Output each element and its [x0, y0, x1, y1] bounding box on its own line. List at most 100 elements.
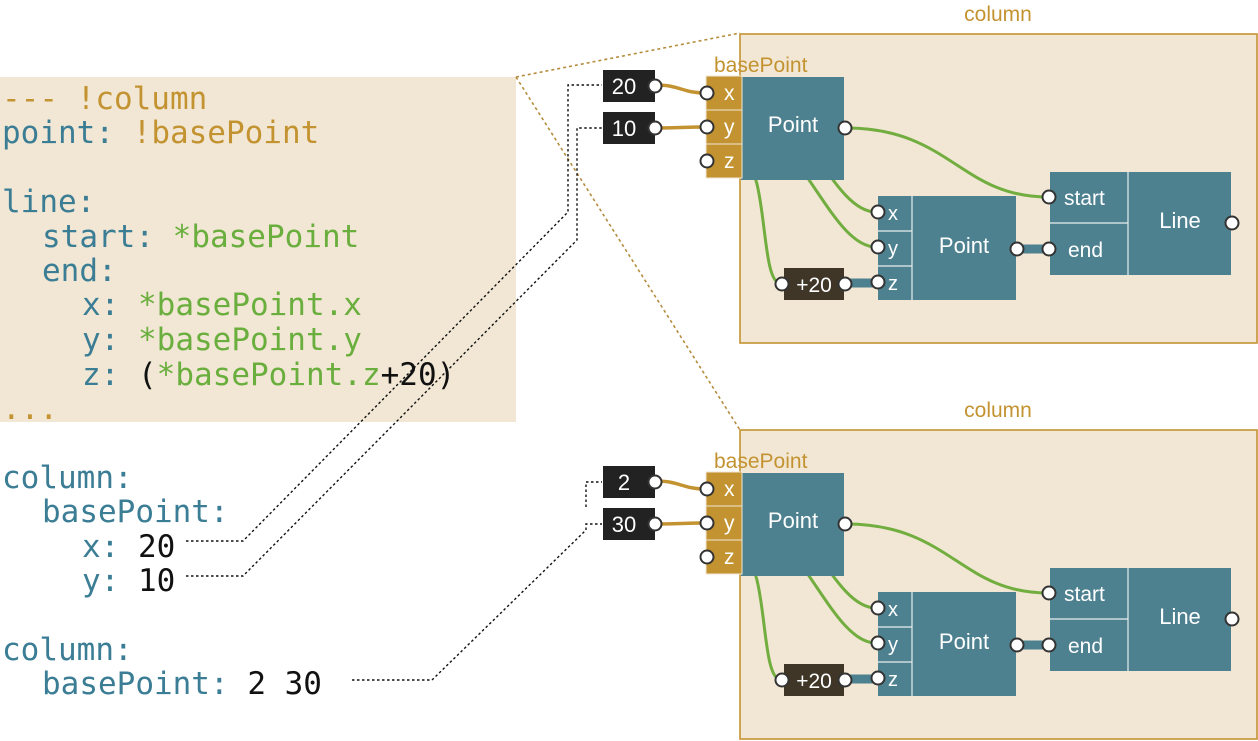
wire-input-y: [655, 521, 707, 526]
code-line: point: !basePoint: [2, 115, 319, 151]
basepoint-input-y[interactable]: [699, 515, 715, 531]
input-value: 20: [612, 74, 636, 99]
point-node-label: Point: [768, 508, 818, 533]
column-title: column: [964, 3, 1032, 26]
offset-input-port[interactable]: [774, 672, 790, 688]
code-line: ...: [2, 391, 58, 427]
point2-output-port[interactable]: [1009, 241, 1025, 257]
wire-input-x: [655, 83, 707, 95]
offset-output-port[interactable]: [837, 672, 853, 688]
port-label: x: [724, 478, 735, 501]
code-paren: (: [138, 357, 157, 393]
basepoint-input-x[interactable]: [699, 85, 715, 101]
input-value-node[interactable]: [603, 466, 655, 498]
point2-output-port[interactable]: [1009, 637, 1025, 653]
code-key: y:: [82, 563, 138, 599]
line-port-label-end: end: [1068, 635, 1103, 658]
basepoint-input-z[interactable]: [699, 153, 715, 169]
basepoint-input-y[interactable]: [699, 119, 715, 135]
point2-input-y[interactable]: [870, 635, 886, 651]
code-block-column-instance-1: column: basePoint: x: 20 y: 10: [2, 460, 229, 599]
point2-node-label: Point: [939, 629, 989, 654]
column-graph-2: columnbasePointPointxyz230xyzPoint+20sta…: [603, 399, 1258, 740]
point2-port-label: y: [888, 238, 898, 260]
line-port-label-end: end: [1068, 239, 1103, 262]
code-line: column:: [2, 460, 133, 496]
wire-input-y: [655, 125, 707, 130]
code-expr: +20): [381, 357, 456, 393]
code-line: x: 20: [82, 529, 175, 565]
code-panel: [0, 77, 516, 422]
code-ref: *basePoint.y: [138, 322, 362, 358]
basepoint-input-z[interactable]: [699, 549, 715, 565]
offset-input-port[interactable]: [774, 276, 790, 292]
port-label: y: [724, 116, 735, 139]
code-line: basePoint: 2 30: [42, 666, 322, 702]
code-key: z:: [82, 357, 138, 393]
code-line: start: *basePoint: [42, 219, 359, 255]
point2-node[interactable]: [878, 196, 1016, 300]
input-value-port[interactable]: [647, 120, 663, 136]
value-leaders: [186, 84, 602, 681]
input-value-port[interactable]: [647, 78, 663, 94]
point2-port-label: z: [888, 669, 898, 691]
code-value: 2 30: [247, 666, 322, 702]
point2-node[interactable]: [878, 592, 1016, 696]
code-block-column-def: --- !column point: !basePoint line: star…: [2, 81, 455, 427]
code-ref: *basePoint.x: [138, 287, 362, 323]
line-input-end[interactable]: [1041, 637, 1057, 653]
line-output-port[interactable]: [1224, 611, 1240, 627]
port-label: z: [724, 546, 735, 569]
input-value: 30: [612, 512, 636, 537]
point2-input-x[interactable]: [870, 204, 886, 220]
point2-input-z[interactable]: [870, 670, 886, 686]
code-block-column-instance-2: column: basePoint: 2 30: [2, 632, 322, 702]
code-key: start:: [42, 219, 173, 255]
line-input-start[interactable]: [1041, 189, 1057, 205]
offset-node[interactable]: [784, 268, 844, 300]
basepoint-label: basePoint: [714, 450, 808, 473]
point2-port-label: x: [888, 203, 898, 225]
offset-node-label: +20: [796, 670, 832, 693]
point-node[interactable]: [741, 473, 844, 576]
port-label: x: [724, 82, 735, 105]
input-value-port[interactable]: [647, 516, 663, 532]
point-output-port[interactable]: [837, 516, 853, 532]
code-line: y: *basePoint.y: [82, 322, 362, 358]
wire-start: [845, 522, 1049, 595]
basepoint-label: basePoint: [714, 54, 808, 77]
input-value-node[interactable]: [603, 112, 655, 144]
input-value-node[interactable]: [603, 70, 655, 102]
point2-port-label: x: [888, 599, 898, 621]
wire-start: [845, 126, 1049, 199]
point-output-port[interactable]: [837, 120, 853, 136]
leader-y-10: [186, 127, 602, 577]
basepoint-input-x[interactable]: [699, 481, 715, 497]
point2-input-x[interactable]: [870, 600, 886, 616]
line-output-port[interactable]: [1224, 215, 1240, 231]
leader-value-30: [352, 523, 602, 681]
input-value-port[interactable]: [647, 474, 663, 490]
zoom-guide-bottom: [515, 76, 741, 431]
code-line: line:: [2, 184, 95, 220]
line-input-start[interactable]: [1041, 585, 1057, 601]
code-line: end:: [42, 253, 117, 289]
point2-input-z[interactable]: [870, 274, 886, 290]
code-line: column:: [2, 632, 133, 668]
point-node[interactable]: [741, 77, 844, 180]
point-node-label: Point: [768, 112, 818, 137]
offset-output-port[interactable]: [837, 276, 853, 292]
code-line: --- !column: [2, 81, 207, 117]
line-input-end[interactable]: [1041, 241, 1057, 257]
zoom-guide-top: [515, 32, 741, 78]
column-title: column: [964, 399, 1032, 422]
point2-input-y[interactable]: [870, 239, 886, 255]
code-line: y: 10: [82, 563, 175, 599]
code-ref: *basePoint.z: [157, 357, 381, 393]
offset-node[interactable]: [784, 664, 844, 696]
wire-input-x: [655, 479, 707, 491]
leader-value-2: [585, 481, 602, 507]
input-value-node[interactable]: [603, 508, 655, 540]
